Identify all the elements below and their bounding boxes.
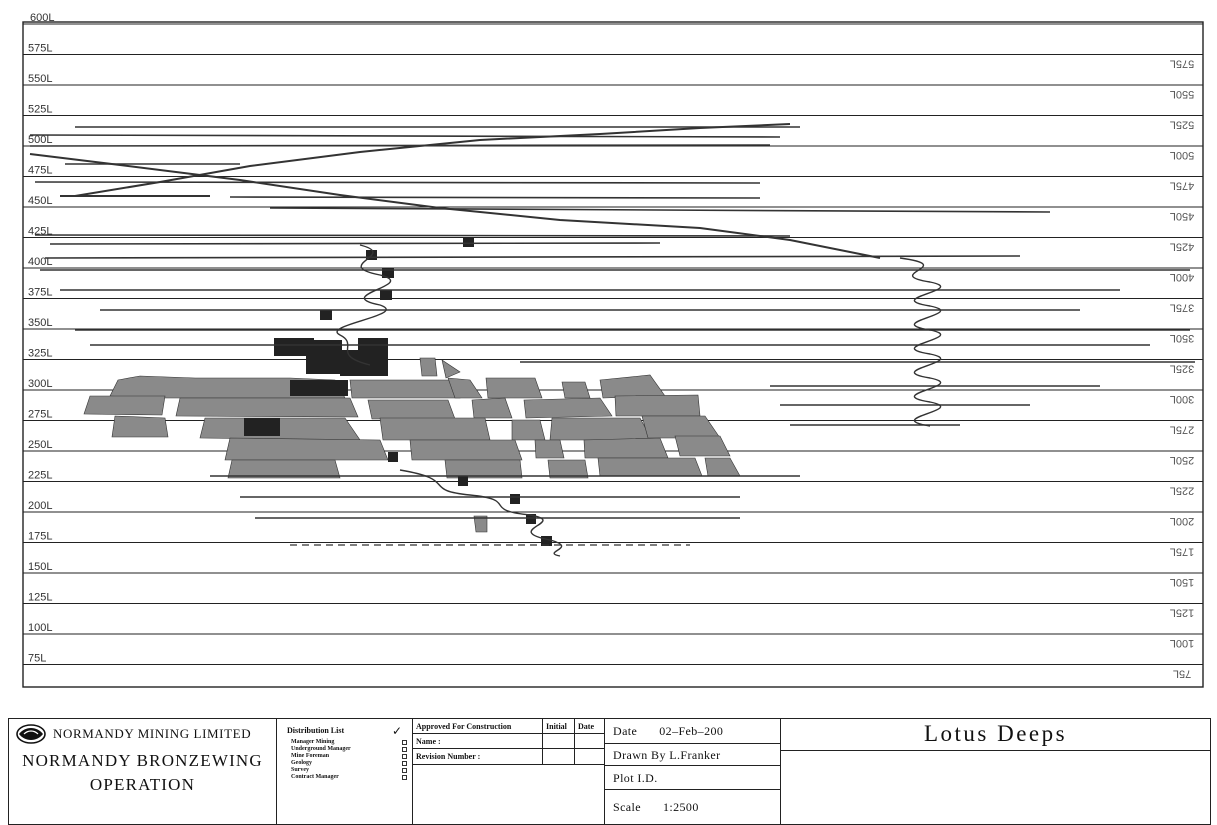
distribution-tick: ✓ bbox=[391, 724, 402, 738]
level-label-left: 125L bbox=[28, 592, 52, 604]
revision-date-cell bbox=[575, 749, 605, 765]
level-label-right: 350L bbox=[1170, 332, 1194, 344]
revision-label: Revision Number : bbox=[413, 749, 543, 765]
project-title: Lotus Deeps bbox=[781, 719, 1211, 751]
level-label-left: 175L bbox=[28, 531, 52, 543]
distribution-item: Geology bbox=[291, 760, 407, 767]
distribution-checkbox bbox=[402, 768, 407, 773]
level-label-left: 500L bbox=[28, 134, 52, 146]
distribution-item: Mine Foreman bbox=[291, 753, 407, 760]
level-label-right: 525L bbox=[1170, 119, 1194, 131]
distribution-checkbox bbox=[402, 740, 407, 745]
distribution-item: Survey bbox=[291, 767, 407, 774]
level-label-left: 100L bbox=[28, 622, 52, 634]
level-label-right: 75L bbox=[1173, 668, 1191, 680]
level-label-right: 375L bbox=[1170, 302, 1194, 314]
level-label-left: 225L bbox=[28, 470, 52, 482]
date-column-label: Date bbox=[575, 719, 605, 734]
drawing-frame bbox=[22, 21, 1204, 688]
level-label-left: 250L bbox=[28, 439, 52, 451]
level-label-left: 350L bbox=[28, 317, 52, 329]
level-label-right: 150L bbox=[1170, 576, 1194, 588]
level-label-left: 550L bbox=[28, 73, 52, 85]
level-label-left: 475L bbox=[28, 165, 52, 177]
level-label-right: 325L bbox=[1170, 363, 1194, 375]
level-label-right: 100L bbox=[1170, 637, 1194, 649]
level-label-right: 125L bbox=[1170, 607, 1194, 619]
date-cell: Date 02–Feb–200 bbox=[605, 719, 781, 744]
level-label-right: 225L bbox=[1170, 485, 1194, 497]
level-label-left: 400L bbox=[28, 256, 52, 268]
distribution-item-label: Mine Foreman bbox=[291, 753, 330, 759]
level-labels: 600L 575L 575L 550L 550L 525L 525L 500L 500L 475L… bbox=[28, 12, 1194, 680]
mine-section-drawing: 600L 575L 575L 550L 550L 525L 525L 500L 500L 475L… bbox=[22, 12, 1204, 688]
level-label-left: 450L bbox=[28, 195, 52, 207]
distribution-item-label: Survey bbox=[291, 767, 309, 773]
distribution-title: Distribution List bbox=[287, 726, 345, 735]
scale-cell: Scale 1:2500 bbox=[605, 790, 781, 825]
level-label-left: 150L bbox=[28, 561, 52, 573]
title-block: NORMANDY MINING LIMITED NORMANDY BRONZEW… bbox=[8, 718, 1211, 825]
company-cell: NORMANDY MINING LIMITED NORMANDY BRONZEW… bbox=[9, 719, 277, 825]
operation-name: NORMANDY BRONZEWING OPERATION bbox=[9, 749, 276, 797]
approval-notes-cell bbox=[413, 765, 605, 825]
distribution-checkbox bbox=[402, 754, 407, 759]
company-name: NORMANDY MINING LIMITED bbox=[53, 726, 252, 741]
level-label-left: 275L bbox=[28, 409, 52, 421]
revision-initial-cell bbox=[543, 749, 575, 765]
distribution-item-label: Contract Manager bbox=[291, 774, 339, 780]
operation-line-1: NORMANDY BRONZEWING bbox=[22, 751, 263, 770]
scale-value: 1:2500 bbox=[663, 800, 699, 814]
level-label-left: 600L bbox=[30, 12, 54, 24]
declines bbox=[29, 123, 881, 259]
distribution-checkbox bbox=[402, 747, 407, 752]
distribution-item: Manager Mining bbox=[291, 739, 407, 746]
stope-blocks bbox=[83, 357, 741, 533]
development-lines bbox=[29, 126, 1195, 519]
distribution-item-label: Underground Manager bbox=[291, 746, 351, 752]
level-label-right: 475L bbox=[1170, 180, 1194, 192]
level-label-left: 325L bbox=[28, 348, 52, 360]
level-label-right: 275L bbox=[1170, 424, 1194, 436]
distribution-checkbox bbox=[402, 775, 407, 780]
plot-id: Plot I.D. bbox=[605, 766, 781, 790]
level-label-left: 525L bbox=[28, 104, 52, 116]
scale-label: Scale bbox=[613, 800, 641, 814]
spiral-ramps bbox=[336, 244, 942, 557]
level-label-right: 400L bbox=[1170, 271, 1194, 283]
level-label-left: 375L bbox=[28, 287, 52, 299]
distribution-item: Underground Manager bbox=[291, 746, 407, 753]
level-label-right: 500L bbox=[1170, 149, 1194, 161]
project-notes-cell bbox=[781, 751, 1211, 825]
level-label-right: 200L bbox=[1170, 515, 1194, 527]
level-label-right: 575L bbox=[1170, 58, 1194, 70]
date-label: Date bbox=[613, 724, 638, 738]
distribution-item-label: Manager Mining bbox=[291, 739, 335, 745]
distribution-item-label: Geology bbox=[291, 760, 312, 766]
level-label-right: 300L bbox=[1170, 393, 1194, 405]
normandy-logo-icon bbox=[16, 724, 46, 744]
level-label-left: 75L bbox=[28, 653, 46, 665]
level-label-left: 200L bbox=[28, 500, 52, 512]
initial-label: Initial bbox=[543, 719, 575, 734]
date-value: 02–Feb–200 bbox=[659, 724, 724, 738]
level-label-right: 250L bbox=[1170, 454, 1194, 466]
distribution-item: Contract Manager bbox=[291, 774, 407, 781]
level-label-left: 300L bbox=[28, 378, 52, 390]
name-date-cell bbox=[575, 734, 605, 749]
drawn-by: Drawn By L.Franker bbox=[605, 744, 781, 766]
level-label-right: 550L bbox=[1170, 88, 1194, 100]
level-label-right: 425L bbox=[1170, 241, 1194, 253]
name-initial-cell bbox=[543, 734, 575, 749]
operation-line-2: OPERATION bbox=[89, 775, 196, 794]
level-label-right: 175L bbox=[1170, 546, 1194, 558]
distribution-checkbox bbox=[402, 761, 407, 766]
name-label: Name : bbox=[413, 734, 543, 749]
approved-label: Approved For Construction bbox=[413, 719, 543, 734]
level-label-left: 575L bbox=[28, 43, 52, 55]
level-label-right: 450L bbox=[1170, 210, 1194, 222]
